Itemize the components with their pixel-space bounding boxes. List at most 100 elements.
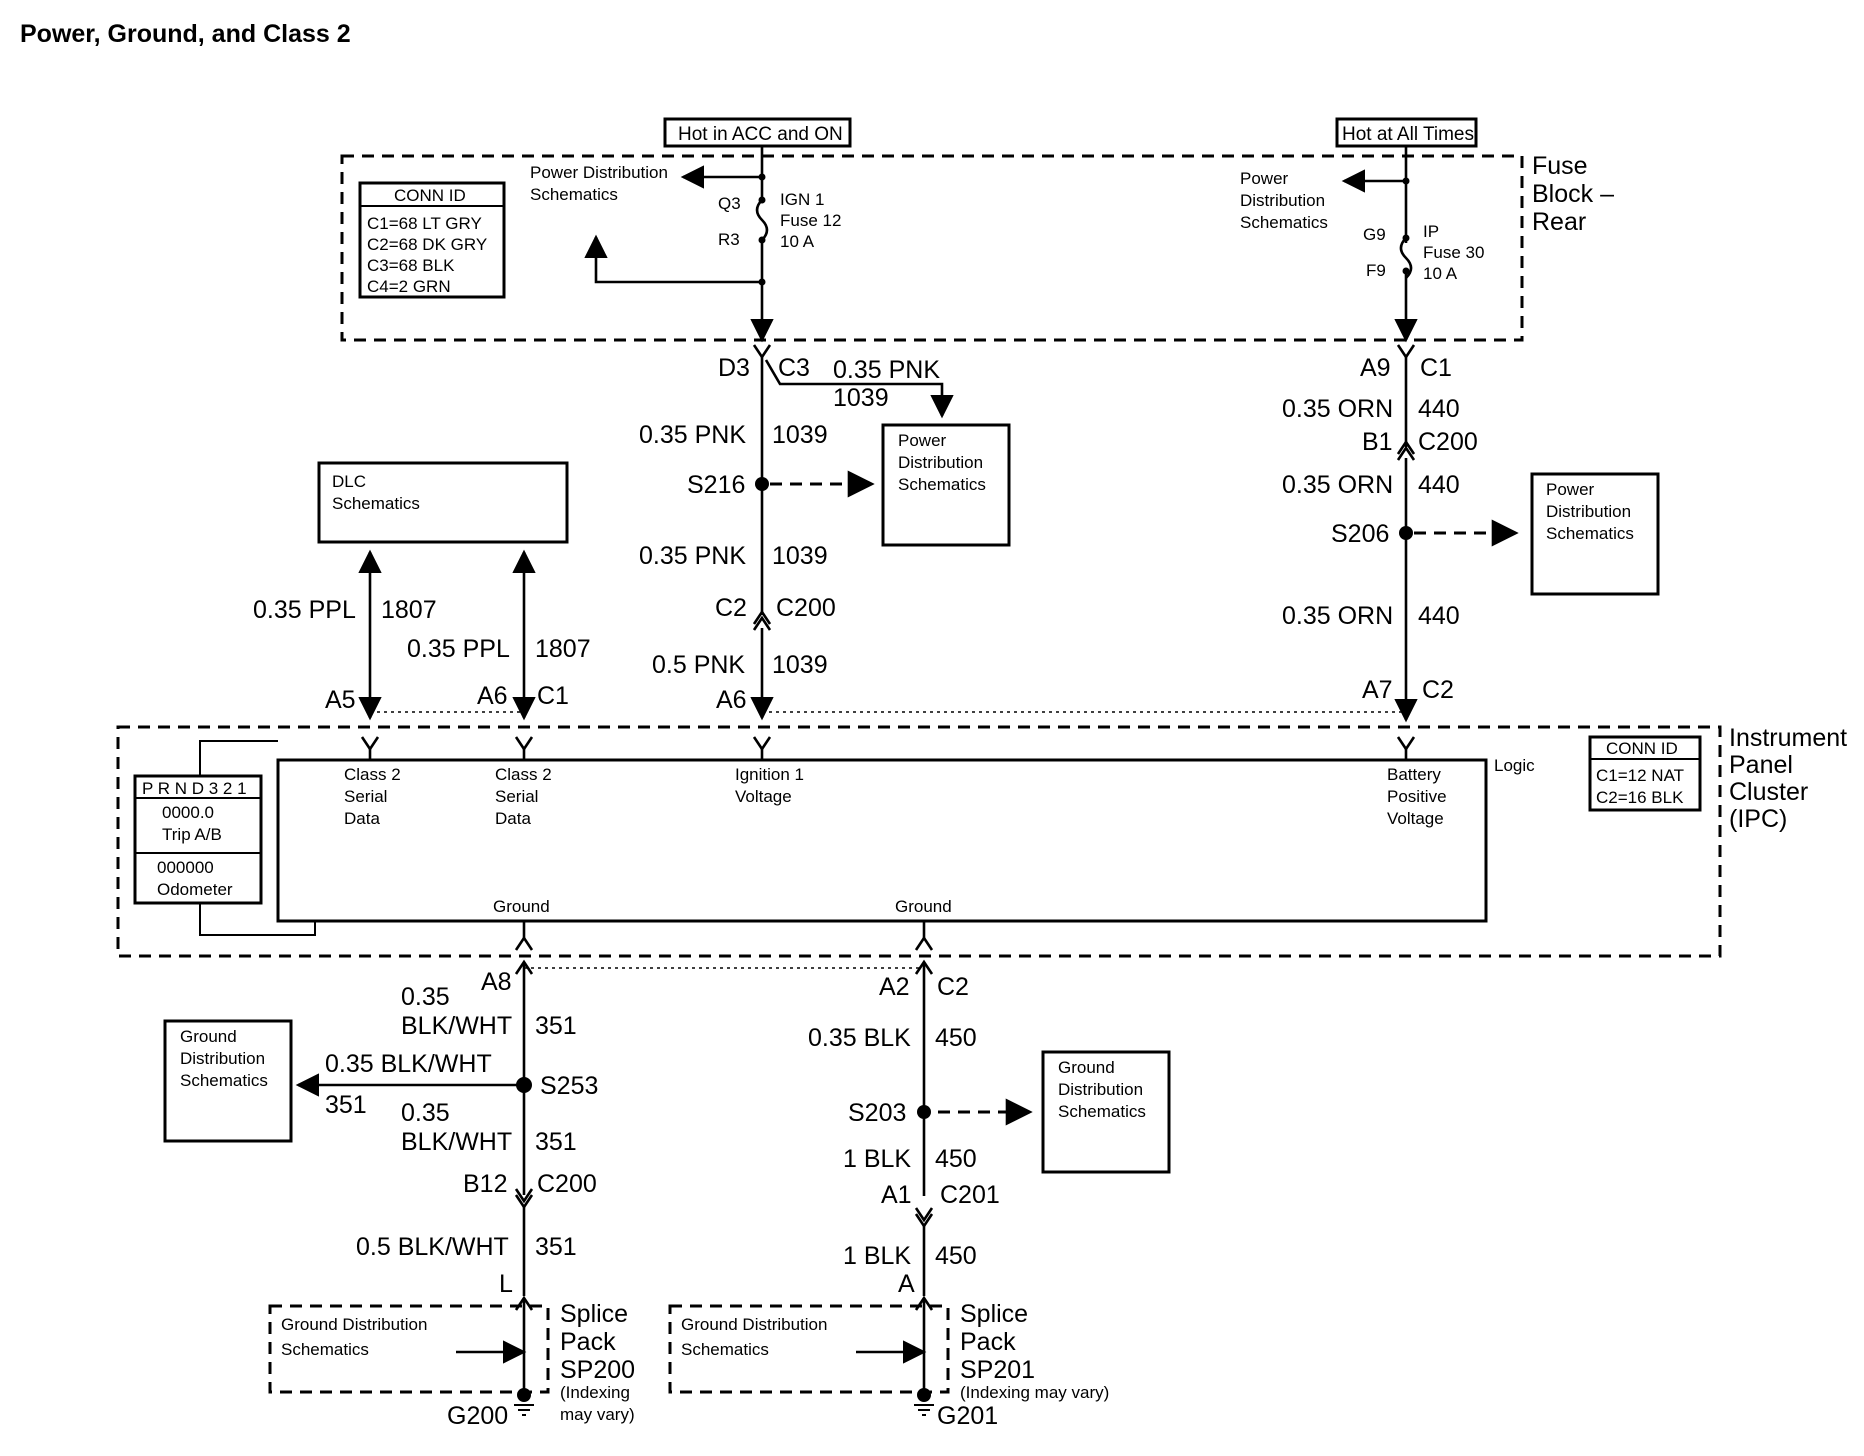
diagram-label: Splice — [960, 1300, 1028, 1328]
diagram-label: C2=16 BLK — [1596, 788, 1684, 807]
ground-right-circuit: A2 C2 0.35 BLK 450 S203 1 BLK 450 A1 C20… — [668, 962, 1171, 1430]
diagram-label: C2 — [715, 594, 747, 622]
diagram-label: 0.35 PPL — [253, 596, 356, 624]
diagram-label: A9 — [1360, 354, 1391, 382]
diagram-label: F9 — [1366, 261, 1386, 280]
diagram-label: Voltage — [1387, 809, 1444, 828]
diagram-label: Schematics — [180, 1071, 268, 1090]
diagram-label: C3 — [778, 354, 810, 382]
diagram-label: 1807 — [535, 635, 591, 663]
diagram-label: Pack — [560, 1328, 616, 1356]
diagram-label: A1 — [881, 1181, 912, 1209]
diagram-label: Data — [495, 809, 531, 828]
diagram-label: A6 — [716, 686, 747, 714]
diagram-label: 0.35 — [401, 983, 450, 1011]
diagram-label: 440 — [1418, 471, 1460, 499]
diagram-label: Distribution — [1240, 191, 1325, 210]
diagram-label: S203 — [848, 1099, 906, 1127]
diagram-label: 1 BLK — [843, 1145, 911, 1173]
diagram-label: 0.35 BLK — [808, 1024, 911, 1052]
diagram-label: 0.35 BLK/WHT — [325, 1050, 492, 1078]
class2-circuits: 0.35 PPL 1807 A5 0.35 PPL 1807 A6 C1 — [253, 549, 1406, 721]
diagram-label: 0.35 — [401, 1099, 450, 1127]
diagram-label: 450 — [935, 1024, 977, 1052]
diagram-label: C200 — [1418, 428, 1478, 456]
diagram-label: 10 A — [1423, 264, 1458, 283]
diagram-label: Ignition 1 — [735, 765, 804, 784]
diagram-label: Fuse 12 — [780, 211, 841, 230]
diagram-label: CONN ID — [1606, 739, 1678, 758]
diagram-label: Ground — [1058, 1058, 1115, 1077]
diagram-label: Block – — [1532, 180, 1614, 208]
diagram-label: 0.5 BLK/WHT — [356, 1233, 509, 1261]
splice-s253 — [516, 1077, 532, 1093]
diagram-label: 0.35 PNK — [639, 421, 746, 449]
diagram-label: IP — [1423, 222, 1439, 241]
diagram-label: C2=68 DK GRY — [367, 235, 487, 254]
diagram-label: 0.35 PNK — [833, 356, 940, 384]
diagram-label: R3 — [718, 230, 740, 249]
diagram-label: Schematics — [681, 1340, 769, 1359]
diagram-label: Splice — [560, 1300, 628, 1328]
fuse-block-label: Fuse — [1532, 152, 1588, 180]
hot-all-times-label: Hot at All Times — [1342, 124, 1474, 145]
fuse-block-conn-id: CONN ID C1=68 LT GRY C2=68 DK GRY C3=68 … — [358, 181, 506, 299]
diagram-label: G200 — [447, 1402, 508, 1430]
hot-acc-on-label-box — [663, 117, 852, 148]
diagram-label: Ground Distribution — [681, 1315, 827, 1334]
diagram-label: A2 — [879, 973, 910, 1001]
diagram-label: Panel — [1729, 751, 1793, 779]
diagram-label: 450 — [935, 1242, 977, 1270]
diagram-label: 440 — [1418, 602, 1460, 630]
diagram-label: (IPC) — [1729, 805, 1787, 833]
diagram-label: SP200 — [560, 1356, 635, 1384]
diagram-label: Schematics — [332, 494, 420, 513]
diagram-label: Ground — [180, 1027, 237, 1046]
diagram-label: L — [499, 1270, 513, 1298]
diagram-label: 0.35 PNK — [639, 542, 746, 570]
diagram-label: Power — [1240, 169, 1289, 188]
diagram-label: Ground Distribution — [281, 1315, 427, 1334]
diagram-label: Data — [344, 809, 380, 828]
prnd-indicator: P R N D 3 2 1 — [142, 779, 247, 798]
logic-label: Logic — [1494, 756, 1535, 775]
diagram-label: 10 A — [780, 232, 815, 251]
splice-s206 — [1399, 526, 1413, 540]
diagram-label: 440 — [1418, 395, 1460, 423]
diagram-label: Instrument — [1729, 724, 1847, 752]
diagram-label: A8 — [481, 968, 512, 996]
diagram-label: 1039 — [833, 384, 889, 412]
splice-s203 — [917, 1105, 931, 1119]
diagram-label: 1039 — [772, 542, 828, 570]
diagram-label: Trip A/B — [162, 825, 222, 844]
diagram-label: Ground — [895, 897, 952, 916]
diagram-label: (Indexing — [560, 1383, 630, 1402]
diagram-label: B12 — [463, 1170, 507, 1198]
diagram-label: 000000 — [157, 858, 214, 877]
diagram-label: Power — [898, 431, 947, 450]
diagram-label: C3=68 BLK — [367, 256, 455, 275]
diagram-label: 450 — [935, 1145, 977, 1173]
diagram-label: 351 — [535, 1012, 577, 1040]
diagram-label: CONN ID — [394, 186, 466, 205]
diagram-label: DLC — [332, 472, 366, 491]
diagram-label: C200 — [776, 594, 836, 622]
diagram-label: Ground — [493, 897, 550, 916]
diagram-label: Distribution — [1546, 502, 1631, 521]
diagram-label: Rear — [1532, 208, 1586, 236]
diagram-label: Schematics — [1058, 1102, 1146, 1121]
diagram-label: Power Distribution — [530, 163, 668, 182]
diagram-label: 1039 — [772, 421, 828, 449]
diagram-label: 0.35 ORN — [1282, 471, 1393, 499]
diagram-label: 1 BLK — [843, 1242, 911, 1270]
diagram-label: Fuse 30 — [1423, 243, 1484, 262]
ground-distribution-box-left — [163, 1019, 293, 1143]
hot-acc-on-label: Hot in ACC and ON — [678, 124, 843, 145]
diagram-label: BLK/WHT — [401, 1128, 512, 1156]
diagram-label: D3 — [718, 354, 750, 382]
instrument-panel-cluster: Instrument Panel Cluster (IPC) Logic Cla… — [116, 724, 1847, 958]
diagram-label: 0.5 PNK — [652, 651, 745, 679]
diagram-label: Distribution — [180, 1049, 265, 1068]
diagram-label: Positive — [1387, 787, 1447, 806]
